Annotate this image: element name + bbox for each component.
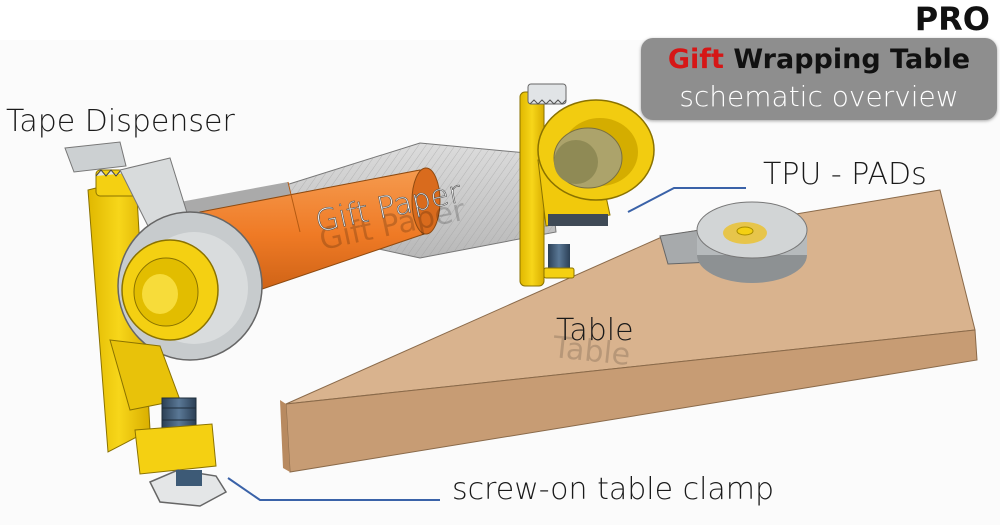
pro-badge: PRO <box>914 0 990 38</box>
title-accent: Gift <box>667 44 724 75</box>
tpu-pads-label: TPU - PADs <box>763 157 927 192</box>
left-frame <box>64 141 263 507</box>
right-frame <box>519 83 655 287</box>
tpu-callout-line <box>627 187 746 213</box>
table-clamp-label: screw-on table clamp <box>452 472 775 507</box>
clamp-callout-line <box>227 477 440 501</box>
table-shadow: Table <box>550 330 632 373</box>
callout-lines <box>227 187 746 501</box>
table-label: Table <box>556 313 634 348</box>
subtitle: schematic overview <box>679 80 959 113</box>
title-card: Gift Wrapping Table schematic overview <box>641 38 997 120</box>
table-tape-roll <box>659 201 808 283</box>
tape-dispenser-label: Tape Dispenser <box>6 104 235 139</box>
title-rest: Wrapping Table <box>733 44 971 75</box>
title: Gift Wrapping Table <box>641 44 997 76</box>
